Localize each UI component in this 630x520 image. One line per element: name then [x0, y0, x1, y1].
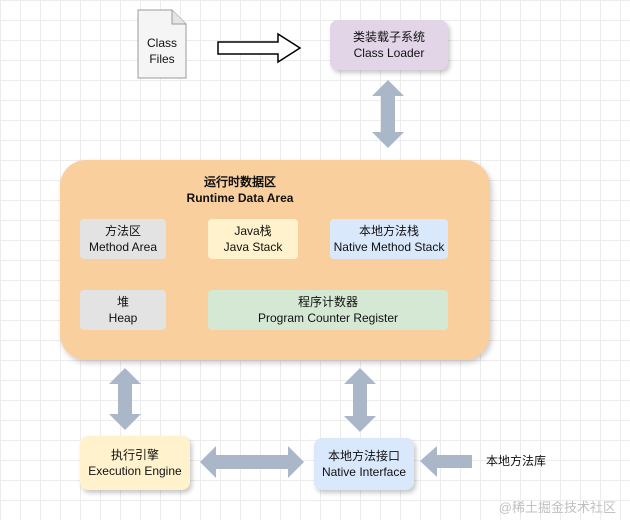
native-interface-zh: 本地方法接口 [327, 449, 400, 463]
runtime-native-arrow [344, 368, 376, 432]
class-files-document [137, 9, 187, 79]
engine-native-arrow [200, 446, 304, 478]
class-files: Class Files [138, 24, 186, 78]
program-counter-en: Program Counter Register [257, 311, 399, 325]
runtime-title-en: Runtime Data Area [186, 191, 294, 205]
execution-engine-zh: 执行引擎 [110, 448, 159, 462]
method-area-box: 方法区 Method Area [80, 219, 166, 259]
native-interface-box: 本地方法接口 Native Interface [314, 438, 414, 490]
java-stack-box: Java栈 Java Stack [208, 219, 298, 259]
runtime-data-area-title: 运行时数据区 Runtime Data Area [170, 174, 310, 206]
method-area-en: Method Area [88, 240, 158, 254]
class-loader-zh: 类装载子系统 [352, 30, 425, 44]
class-files-line1: Class [146, 36, 177, 50]
execution-engine-box: 执行引擎 Execution Engine [80, 436, 190, 490]
method-area-zh: 方法区 [104, 224, 141, 238]
native-method-stack-box: 本地方法栈 Native Method Stack [330, 219, 448, 259]
program-counter-zh: 程序计数器 [297, 295, 358, 309]
program-counter-box: 程序计数器 Program Counter Register [208, 290, 448, 330]
native-interface-en: Native Interface [321, 465, 407, 479]
native-library-label: 本地方法库 [486, 454, 547, 468]
library-native-arrow [420, 446, 472, 477]
execution-engine-en: Execution Engine [88, 464, 182, 478]
heap-box: 堆 Heap [80, 290, 166, 330]
java-stack-zh: Java栈 [234, 224, 272, 238]
heap-zh: 堆 [116, 295, 129, 309]
loader-runtime-arrow [372, 80, 404, 148]
runtime-engine-arrow [109, 368, 141, 430]
class-files-line2: Files [149, 52, 175, 66]
class-loader-box: 类装载子系统 Class Loader [330, 20, 448, 70]
java-stack-en: Java Stack [223, 240, 283, 254]
heap-en: Heap [108, 311, 138, 325]
watermark: @稀土掘金技术社区 [498, 500, 616, 515]
load-arrow [217, 32, 302, 64]
class-loader-en: Class Loader [353, 46, 425, 60]
runtime-title-zh: 运行时数据区 [203, 175, 276, 189]
native-method-stack-en: Native Method Stack [333, 240, 445, 254]
native-method-stack-zh: 本地方法栈 [358, 224, 419, 238]
